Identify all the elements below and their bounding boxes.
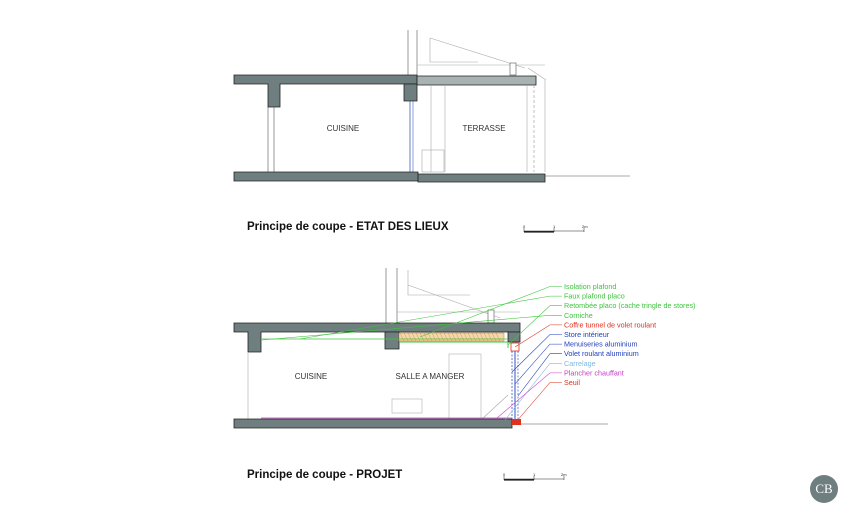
room-label-kitchen: CUISINE [295,372,327,381]
legend-leader-line [507,305,562,346]
scale-existing-0: 0 [523,224,526,229]
caption-project: Principe de coupe - PROJET [247,469,402,481]
vent-pipe [509,62,517,76]
legend-item-label: Menuiseries aluminium [564,340,638,349]
beam-right [507,331,521,343]
roof-slope [407,284,501,319]
furniture-block [391,398,423,414]
logo: CB [810,475,838,503]
roof-slope [429,37,526,69]
section-project: CUISINE SALLE A MANGER Principe de coupe… [233,268,608,481]
legend-leader-line [496,372,562,419]
beam-middle [403,83,418,102]
roof-slab [233,322,521,353]
legend-leader-line [419,286,562,338]
eave-line [527,67,547,81]
terrace-furniture [421,149,445,173]
insulation-hatch [399,332,501,342]
legend-item-label: Seuil [564,378,580,387]
stair-line [481,394,509,420]
roof-background [407,270,470,296]
legend-item-label: Faux plafond placo [564,292,625,301]
scale-existing-2: 2m [582,224,588,229]
scale-project-2: 2m [561,472,567,477]
caption-existing: Principe de coupe - ETAT DES LIEUX [247,221,449,233]
legend-leader-line [511,334,562,373]
room-label-terrace: TERRASSE [462,124,505,133]
roof-background [429,38,478,63]
floor-slab [233,418,513,429]
roof-slab-left [233,74,418,108]
legend-leader-line [514,343,562,385]
floor-slab-left [233,171,419,182]
room-label-dining: SALLE A MANGER [396,372,465,381]
ceiling-insulation [398,332,505,342]
legend-leader-line [515,382,562,423]
legend-item-label: Volet roulant aluminium [564,349,639,358]
scale-existing-1: 1 [553,224,556,229]
legend-item-label: Retombée placo (cache tringle de stores) [564,301,695,310]
legend-item-label: Corniche [564,311,593,320]
legend-item-label: Plancher chauffant [564,368,624,377]
terrace-roof [416,75,537,86]
legend-item-label: Store intérieur [564,330,610,339]
logo-badge [810,475,838,503]
legend-item-label: Coffre tunnel de volet roulant [564,320,656,329]
scale-bar-existing: 0 1 2m [523,224,588,233]
room-label-kitchen: CUISINE [327,124,359,133]
legend-item-label: Isolation plafond [564,282,616,291]
legend-leader-line [261,315,562,341]
beam-middle [384,331,400,350]
vent-pipe [487,309,495,324]
threshold [512,419,521,425]
legend-leader-line [504,363,562,421]
legend-leader-line [514,324,562,348]
legend-leader-line [299,295,562,340]
scale-project-0: 0 [503,472,506,477]
legend-item-label: Carrelage [564,359,596,368]
section-existing: CUISINE TERRASSE Principe de coupe - ETA… [233,30,630,233]
legend-leader-line [517,353,562,397]
scale-project-1: 1 [533,472,536,477]
scale-bar-project: 0 1 2m [503,472,567,481]
door-outline [448,353,482,420]
logo-text: CB [815,481,833,496]
floor-slab-terrace [417,173,546,183]
